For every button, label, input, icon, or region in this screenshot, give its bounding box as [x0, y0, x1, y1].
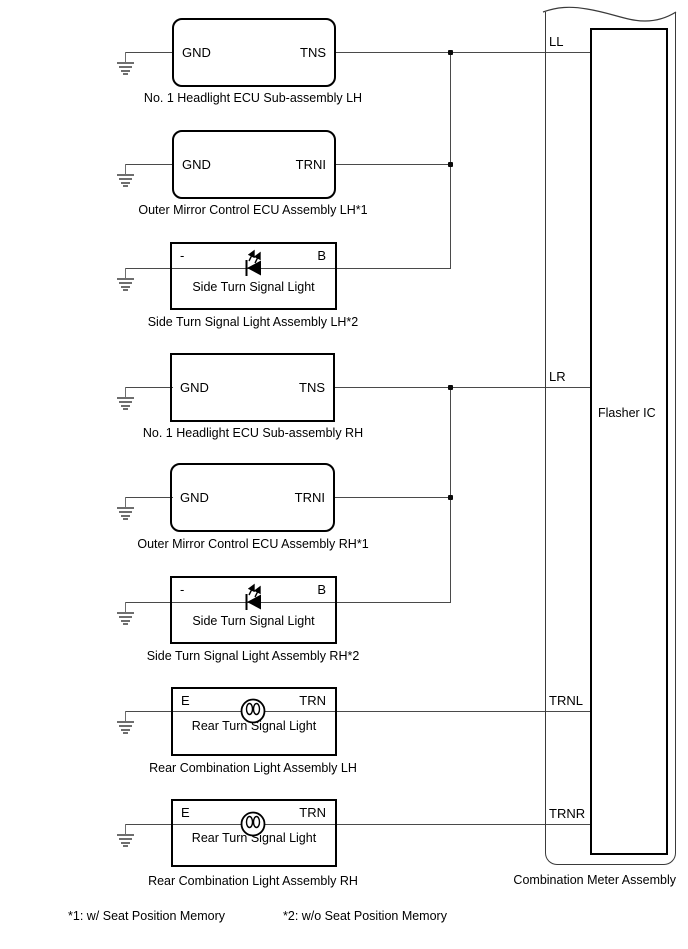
light-name-label: Rear Turn Signal Light [191, 831, 317, 845]
ground-icon [117, 268, 134, 292]
terminal-label: - [180, 248, 185, 263]
junction-dot [448, 162, 453, 167]
junction-dot [448, 385, 453, 390]
light-box-rear-rh: E TRN Rear Turn Signal Light [171, 799, 337, 867]
terminal-label: GND [182, 156, 211, 172]
ecu-box-headlight-lh: GND TNS [172, 18, 336, 87]
terminal-label: TRN [299, 693, 326, 708]
ecu-box-mirror-lh: GND TRNI [172, 130, 336, 199]
wire [125, 268, 451, 269]
flasher-ic-label: Flasher IC [598, 406, 656, 420]
terminal-label: E [181, 693, 190, 708]
terminal-label: TRN [299, 805, 326, 820]
pin-label-trnl: TRNL [549, 693, 583, 708]
footnote-1: *1: w/ Seat Position Memory [68, 909, 226, 923]
light-box-rear-lh: E TRN Rear Turn Signal Light [171, 687, 337, 756]
component-caption: Side Turn Signal Light Assembly LH*2 [147, 315, 359, 329]
wire [335, 387, 590, 388]
wire [125, 602, 451, 603]
wire [125, 824, 590, 825]
wire [450, 52, 451, 269]
led-icon [245, 249, 261, 276]
light-box-side-turn-lh: - B Side Turn Signal Light [170, 242, 337, 310]
ground-icon [117, 602, 134, 626]
ground-icon [117, 497, 134, 521]
terminal-label: B [317, 582, 326, 597]
ecu-box-headlight-rh: GND TNS [170, 353, 335, 422]
component-caption: No. 1 Headlight ECU Sub-assembly LH [143, 91, 363, 105]
terminal-label: - [180, 582, 185, 597]
terminal-label: GND [180, 489, 209, 505]
bulb-icon [240, 698, 266, 724]
component-caption: Rear Combination Light Assembly LH [149, 761, 357, 775]
flasher-ic-box [590, 28, 668, 855]
component-caption: Rear Combination Light Assembly RH [148, 874, 358, 888]
terminal-label: TRNI [295, 156, 326, 172]
wire [336, 52, 590, 53]
light-box-side-turn-rh: - B Side Turn Signal Light [170, 576, 337, 644]
terminal-label: GND [180, 379, 209, 395]
led-icon [245, 583, 261, 610]
terminal-label: GND [182, 44, 211, 60]
wire [125, 711, 590, 712]
terminal-label: E [181, 805, 190, 820]
terminal-label: TNS [300, 44, 326, 60]
component-caption: Outer Mirror Control ECU Assembly RH*1 [137, 537, 369, 551]
pin-label-lr: LR [549, 369, 566, 384]
meter-caption: Combination Meter Assembly [513, 873, 676, 887]
wire [125, 497, 173, 498]
combination-meter-box [545, 12, 676, 865]
wire [125, 164, 173, 165]
ground-icon [117, 164, 134, 188]
component-caption: Side Turn Signal Light Assembly RH*2 [146, 649, 360, 663]
ecu-box-mirror-rh: GND TRNI [170, 463, 335, 532]
pin-label-trnr: TRNR [549, 806, 586, 821]
terminal-label: TNS [299, 379, 325, 395]
wire [125, 387, 173, 388]
bulb-icon [240, 811, 266, 837]
break-wave-line [542, 6, 677, 22]
footnote-2: *2: w/o Seat Position Memory [283, 909, 447, 923]
light-name-label: Side Turn Signal Light [192, 614, 315, 628]
component-caption: No. 1 Headlight ECU Sub-assembly RH [142, 426, 364, 440]
component-caption: Outer Mirror Control ECU Assembly LH*1 [138, 203, 368, 217]
ground-icon [117, 387, 134, 411]
pin-label-ll: LL [549, 34, 564, 49]
wire [125, 52, 173, 53]
wire [335, 497, 451, 498]
ground-icon [117, 52, 134, 76]
terminal-label: TRNI [294, 489, 325, 505]
ground-icon [117, 824, 134, 848]
light-name-label: Rear Turn Signal Light [191, 719, 317, 733]
junction-dot [448, 50, 453, 55]
light-name-label: Side Turn Signal Light [192, 280, 315, 294]
terminal-label: B [317, 248, 326, 263]
wire [336, 164, 451, 165]
junction-dot [448, 495, 453, 500]
ground-icon [117, 711, 134, 735]
